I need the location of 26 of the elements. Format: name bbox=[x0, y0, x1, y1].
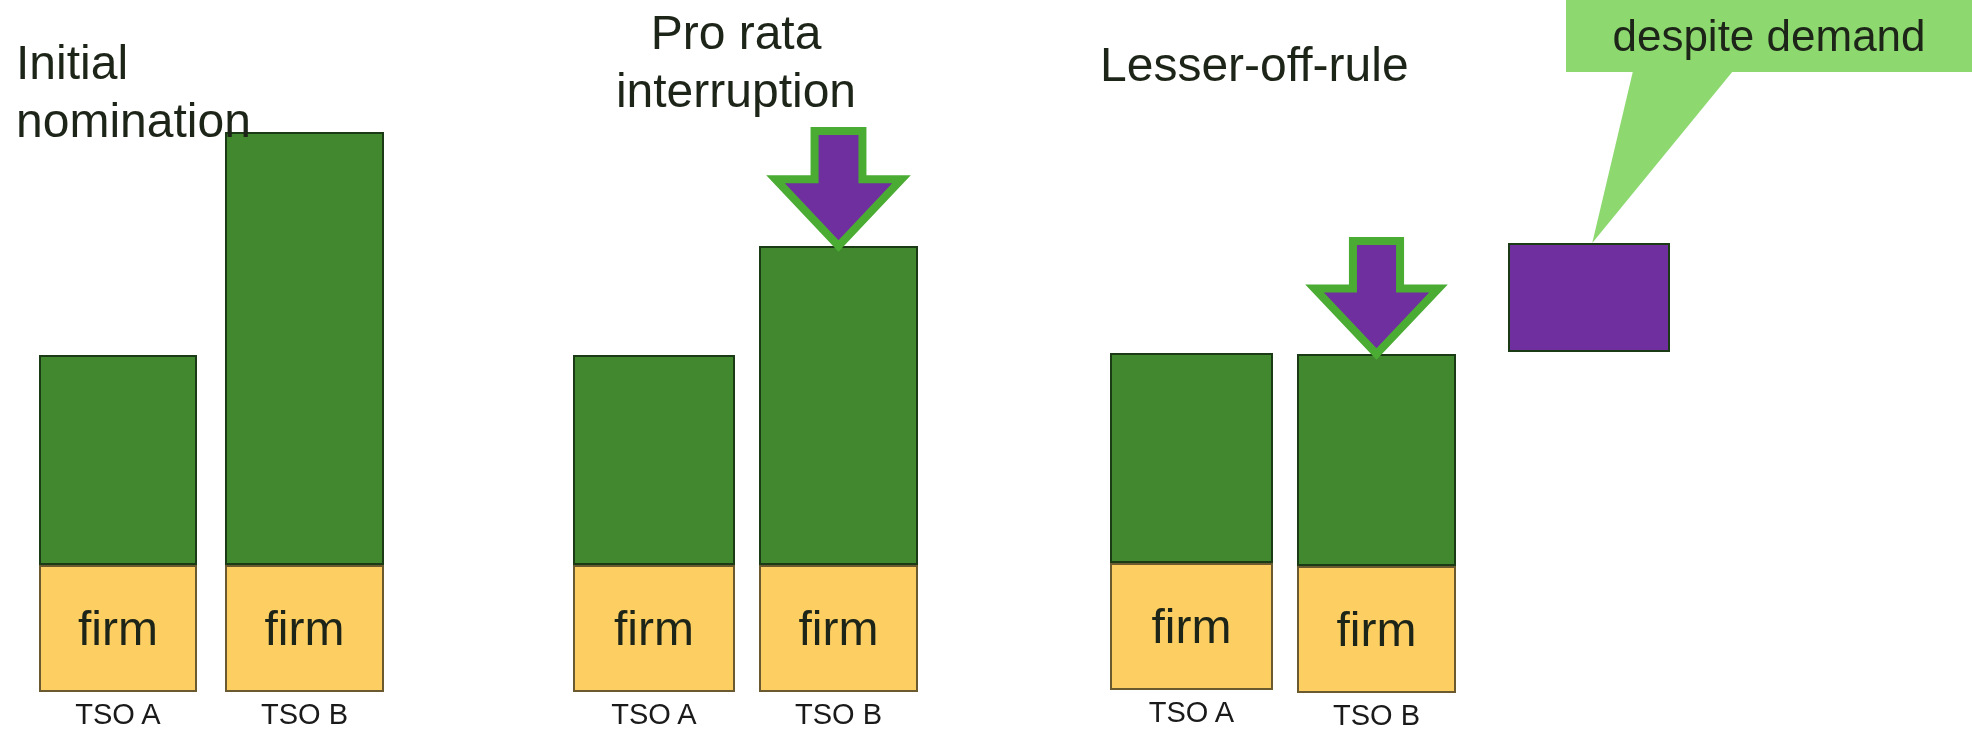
bar-label: firm bbox=[1151, 599, 1232, 654]
reserve-bar bbox=[39, 355, 197, 565]
callout-bubble bbox=[1566, 0, 1972, 72]
column-label: TSO B bbox=[795, 698, 882, 731]
bar-label: firm bbox=[1336, 602, 1417, 657]
column-label: TSO B bbox=[1333, 699, 1420, 732]
callout-text: despite demand bbox=[1612, 11, 1926, 61]
column-label: TSO A bbox=[611, 698, 697, 731]
bar-label: firm bbox=[798, 601, 879, 656]
down-arrow bbox=[1305, 237, 1448, 360]
panel-heading: Pro rata interruption bbox=[614, 5, 858, 119]
column-label: TSO B bbox=[261, 698, 348, 731]
panel-heading: Lesser-off-rule bbox=[1100, 37, 1410, 93]
down-arrow bbox=[766, 127, 911, 252]
reserve-bar bbox=[1110, 353, 1273, 563]
interrupted-block bbox=[1508, 243, 1670, 352]
column-label: TSO A bbox=[75, 698, 161, 731]
bar-label: firm bbox=[264, 601, 345, 656]
reserve-bar bbox=[1297, 354, 1456, 566]
reserve-bar bbox=[573, 355, 735, 565]
callout-pointer bbox=[1592, 71, 1733, 243]
column-label: TSO A bbox=[1148, 696, 1235, 729]
bar-label: firm bbox=[78, 601, 158, 656]
reserve-bar bbox=[759, 246, 918, 565]
panel-heading: Initial nomination bbox=[16, 35, 252, 149]
bar-label: firm bbox=[614, 601, 694, 656]
